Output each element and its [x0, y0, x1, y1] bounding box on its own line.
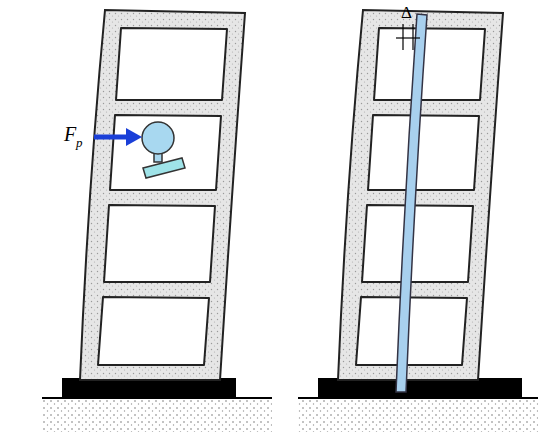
- building-frame: [80, 10, 245, 380]
- displacement-marks: [396, 24, 420, 50]
- force-arrow: [94, 128, 142, 146]
- displacement-label: Δ: [401, 4, 412, 21]
- rigid-rod: [396, 14, 427, 392]
- force-label: F: [64, 124, 76, 144]
- force-subscript: p: [76, 136, 83, 149]
- equipment: [142, 122, 185, 178]
- ground: [42, 398, 272, 432]
- ground: [298, 398, 538, 432]
